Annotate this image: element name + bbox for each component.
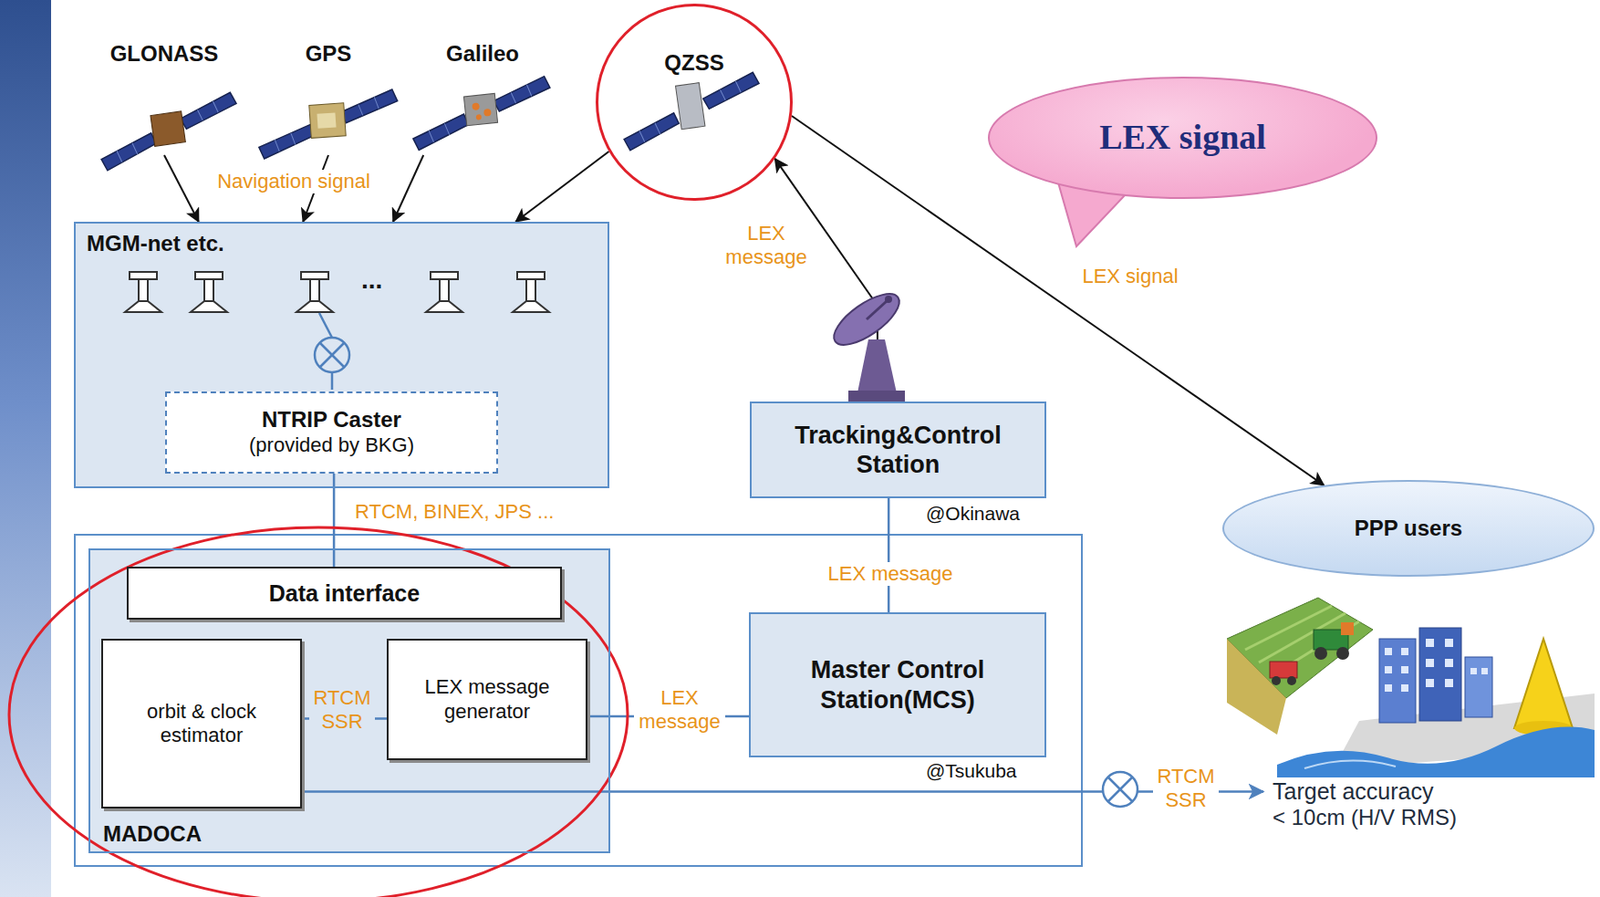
- box-title: Data interface: [269, 579, 420, 607]
- connector: [775, 158, 879, 402]
- uplink-dish: [826, 284, 907, 402]
- satellite-name: GLONASS: [110, 41, 219, 68]
- connector: [887, 498, 891, 613]
- network-panel: MGM-net etc. NTRIP Caster(provided by BKG…: [73, 221, 610, 489]
- madoca-panel-fill: [88, 548, 611, 853]
- qzss-circle: QZSS: [595, 3, 793, 201]
- ellipsis-mark: ...: [358, 264, 385, 296]
- panel-title: MADOCA: [103, 820, 202, 848]
- box-title: Tracking&Control Station: [758, 420, 1038, 480]
- connector-label: LEX signal: [1079, 264, 1181, 289]
- connector-label: RTCM SSR: [309, 685, 375, 734]
- station-box: Master Control Station(MCS): [748, 612, 1047, 758]
- reference-antennas: [124, 271, 550, 390]
- speech-bubble: LEX signal: [987, 76, 1378, 199]
- galileo-satellite: [407, 75, 555, 151]
- target-block: Target accuracy< 10cm (H/V RMS): [1263, 775, 1565, 860]
- box-title: Master Control Station(MCS): [758, 654, 1038, 715]
- panel-title: MGM-net etc.: [86, 230, 225, 258]
- connector-label: LEX message: [825, 561, 956, 586]
- target-title: Target accuracy: [1272, 777, 1434, 805]
- process-box: LEX message generator: [386, 638, 588, 760]
- user-scene: [1226, 597, 1595, 778]
- qzss-satellite: [617, 72, 767, 152]
- satellite-name: QZSS: [664, 50, 724, 77]
- satellite-name: GPS: [305, 41, 353, 68]
- caster-box: NTRIP Caster(provided by BKG): [165, 391, 499, 474]
- highlight-ellipse: [9, 527, 628, 897]
- connector-label: LEX message: [633, 685, 726, 734]
- user-ellipse: PPP users: [1222, 479, 1595, 577]
- connector: [164, 155, 199, 222]
- satellite-node: GPS: [259, 41, 397, 156]
- merge-symbol: [1102, 771, 1138, 807]
- station-box: Tracking&Control Station: [749, 401, 1047, 499]
- ellipse-text: PPP users: [1354, 515, 1463, 542]
- process-box: orbit & clock estimator: [101, 638, 302, 809]
- connector: [515, 151, 609, 222]
- satellite-name: Galileo: [446, 41, 520, 68]
- glonass-satellite: [94, 92, 244, 172]
- target-value: < 10cm (H/V RMS): [1272, 804, 1457, 832]
- box-title: orbit & clock estimator: [110, 699, 293, 749]
- box-title: NTRIP Caster: [261, 406, 402, 434]
- connector-label: LEX message: [720, 221, 812, 270]
- connector-label: RTCM SSR: [1153, 764, 1219, 812]
- process-box: Data interface: [126, 566, 562, 620]
- connector-label: RTCM, BINEX, JPS ...: [352, 499, 557, 524]
- side-band: [0, 0, 52, 897]
- gps-satellite: [255, 89, 401, 160]
- network-panel-fill: [73, 221, 610, 489]
- box-title: LEX message generator: [395, 675, 579, 724]
- location-label: @Okinawa: [923, 501, 1023, 525]
- satellite-node: GLONASS: [91, 41, 238, 156]
- satellite-node: Galileo: [408, 41, 557, 156]
- signal-label: Navigation signal: [214, 169, 374, 194]
- box-note: (provided by BKG): [249, 433, 415, 458]
- location-label: @Tsukuba: [923, 758, 1020, 782]
- connector: [393, 155, 424, 222]
- bubble-text: LEX signal: [1099, 116, 1267, 159]
